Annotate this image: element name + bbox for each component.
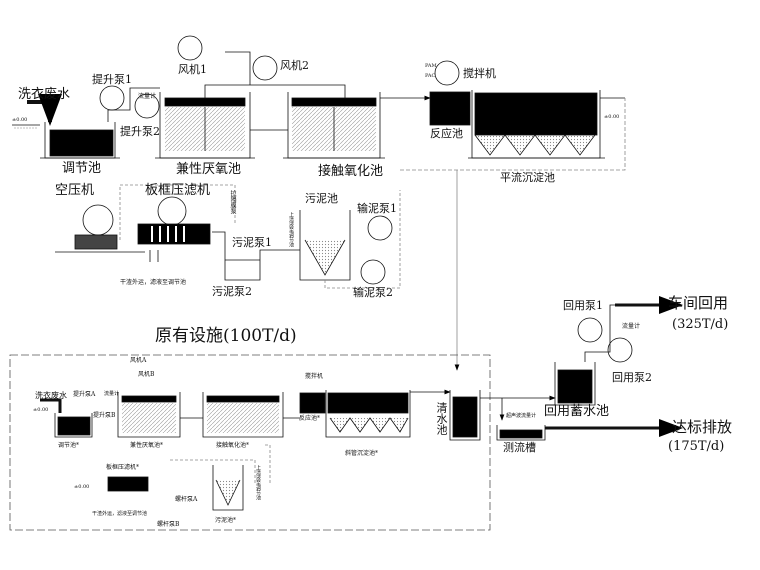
sludge-transfer-pump-1-label: 输泥泵1 xyxy=(357,202,397,215)
filter-press xyxy=(137,196,211,262)
diaphragm-pump-label: 拉隔膜泵 xyxy=(229,190,236,214)
air-compressor-label: 空压机 xyxy=(55,183,95,198)
contact-oxidation-label: 接触氧化池 xyxy=(318,164,384,179)
equalization-tank xyxy=(40,122,120,159)
anoxic-tank-label: 兼性厌氧池 xyxy=(176,162,242,177)
equalization-tank-label: 调节池 xyxy=(62,161,102,176)
existing-facility-boundary xyxy=(9,354,491,531)
existing-filter-note: 干渣外运，滤液至调节池 xyxy=(92,511,148,517)
existing-reaction xyxy=(299,392,326,414)
existing-filter-press xyxy=(107,476,149,492)
laundry-wastewater-label: 洗衣废水 xyxy=(18,87,71,102)
lift-pump-1-label: 提升泵1 xyxy=(92,73,132,86)
supernatant-note: 上清液至调节池 xyxy=(288,212,294,247)
contact-oxidation-tank xyxy=(283,92,385,159)
reuse-storage-tank-label: 回用蓄水池 xyxy=(544,404,610,419)
ultrasonic-flowmeter-label: 超声波流量计 xyxy=(506,413,537,419)
existing-filter-press-label: 板框压滤机* xyxy=(106,464,140,471)
filter-press-label: 板框压滤机 xyxy=(145,183,211,198)
lift-pump-b-label: 提升泵B xyxy=(93,412,116,419)
reuse-pumps xyxy=(577,304,633,363)
workshop-reuse-flow: (325T/d) xyxy=(672,317,729,332)
existing-equalization xyxy=(40,398,93,438)
screw-pump-b-label: 螺杆泵B xyxy=(157,521,180,528)
reuse-flowmeter-label: 流量计 xyxy=(622,323,641,330)
sludge-pump-2-label: 污泥泵2 xyxy=(212,285,252,298)
flow-channel xyxy=(496,425,546,441)
blowers xyxy=(177,35,346,98)
clear-water-tank-label: 清水池 xyxy=(435,402,448,435)
sedimentation-tank xyxy=(468,90,625,159)
existing-supernatant-note: 上清液至调节池 xyxy=(255,465,261,500)
sludge-transfer-pump-2-label: 输泥泵2 xyxy=(353,286,393,299)
sludge-tank xyxy=(299,190,401,289)
inflow-arrow xyxy=(27,94,62,126)
workshop-reuse-label: 车间回用 xyxy=(668,294,729,312)
blower-1-label: 风机1 xyxy=(178,63,207,76)
existing-sludge-tank-label: 污泥池* xyxy=(215,517,237,524)
reuse-pump-1-label: 回用泵1 xyxy=(563,299,603,312)
existing-flowmeter-label: 流量计 xyxy=(104,391,120,397)
sedimentation-tank-label: 平流沉淀池 xyxy=(500,171,555,184)
pac-label: PAC xyxy=(425,73,436,79)
flowmeter-label: 流量计 xyxy=(138,93,157,100)
reuse-pump-2-label: 回用泵2 xyxy=(612,371,652,384)
existing-sludge-tank xyxy=(170,459,256,511)
blower-2-label: 风机2 xyxy=(280,59,309,72)
reuse-storage-tank xyxy=(554,362,596,406)
reaction-tank xyxy=(429,60,471,126)
blower-b-label: 风机B xyxy=(138,371,155,378)
existing-inclined-tube-label: 斜管沉淀池* xyxy=(345,450,379,457)
existing-mixer-label: 搅拌机 xyxy=(305,373,324,380)
sludge-tank-label: 污泥池 xyxy=(305,192,338,205)
existing-contact xyxy=(202,392,284,438)
discharge-flow: (175T/d) xyxy=(668,439,725,454)
screw-pump-a-label: 螺杆泵A xyxy=(175,496,198,503)
level-mark-right: ±0.00 xyxy=(604,114,620,120)
pam-label: PAM xyxy=(425,63,437,69)
existing-laundry-label: 洗衣废水 xyxy=(35,391,67,400)
lift-pump-a-label: 提升泵A xyxy=(73,391,96,398)
lift-pump-2-label: 提升泵2 xyxy=(120,125,160,138)
sludge-pump-1-label: 污泥泵1 xyxy=(232,236,272,249)
air-compressor xyxy=(74,204,118,250)
existing-level-mark-2: ±0.00 xyxy=(74,484,90,490)
blower-a-label: 风机A xyxy=(130,357,147,364)
sludge-pumps xyxy=(212,231,300,281)
mixer-label: 搅拌机 xyxy=(463,67,496,80)
discharge-label: 达标排放 xyxy=(672,418,733,436)
clear-water-tank xyxy=(449,390,481,441)
reaction-tank-label: 反应池 xyxy=(430,127,463,140)
existing-reaction-label: 反应池* xyxy=(299,415,321,422)
existing-level-mark: ±0.00 xyxy=(33,407,49,413)
flow-channel-label: 测流槽 xyxy=(503,441,536,454)
level-mark: ±0.00 xyxy=(12,117,28,123)
existing-inclined-tube xyxy=(325,390,411,438)
filter-note: 干渣外运，滤液至调节池 xyxy=(120,279,187,286)
existing-anoxic-label: 兼性厌氧池* xyxy=(130,442,164,449)
existing-equalization-label: 调节池* xyxy=(58,442,80,449)
existing-contact-label: 接触氧化池* xyxy=(216,442,250,449)
existing-facility-title: 原有设施(100T/d) xyxy=(155,326,297,346)
existing-anoxic xyxy=(117,392,181,438)
anoxic-tank xyxy=(155,92,255,159)
lift-pumps xyxy=(99,85,160,122)
